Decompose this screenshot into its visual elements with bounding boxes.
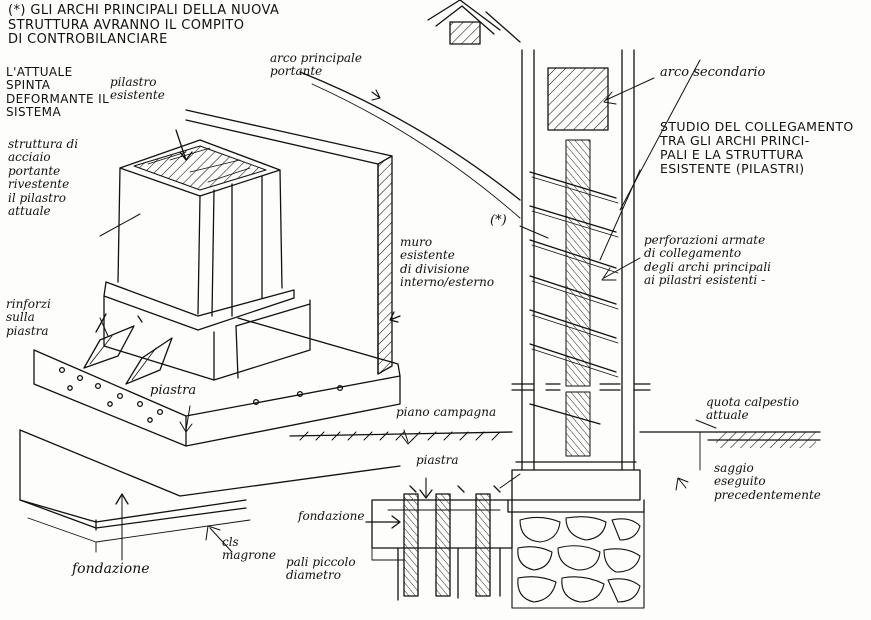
- arco-secondario-label: arco secondario: [660, 65, 766, 80]
- ground-lines: [289, 431, 821, 471]
- struttura-acciaio-label: struttura di acciaio portante rivestente…: [8, 137, 79, 219]
- studio-note: STUDIO DEL COLLEGAMENTO TRA GLI ARCHI PR…: [660, 119, 854, 176]
- new-foundation-micropiles: [365, 477, 513, 601]
- arco-principale-label: arco principale portante: [270, 51, 362, 79]
- stone-foundation: [511, 511, 645, 609]
- fondazione-small-label: fondazione: [298, 509, 365, 523]
- existing-wall: [185, 109, 401, 375]
- asterisk-marker: (*): [490, 213, 507, 228]
- fondazione-main-label: fondazione: [72, 561, 150, 577]
- roof-detail: [427, 0, 521, 45]
- main-arch-curve: [299, 71, 521, 201]
- cls-magrone-label: cls magrone: [222, 535, 277, 563]
- header-note: (*) GLI ARCHI PRINCIPALI DELLA NUOVA STR…: [8, 3, 280, 48]
- spinta-note: L'ATTUALE SPINTA DEFORMANTE IL SISTEMA: [6, 65, 110, 120]
- quota-calpestio-label: quota calpestio attuale: [706, 395, 799, 423]
- pali-label: pali piccolo diametro: [286, 555, 356, 583]
- piano-campagna-label: piano campagna: [396, 405, 497, 419]
- perforazioni-label: perforazioni armate di collegamento degl…: [644, 233, 772, 288]
- pilastro-esistente-label: pilastro esistente: [110, 75, 165, 103]
- saggio-label: saggio eseguito precedentemente: [714, 461, 821, 502]
- piastra-bottom-label: piastra: [416, 453, 459, 467]
- muro-label: muro esistente di divisione interno/este…: [400, 235, 495, 290]
- existing-pillar-column: [507, 49, 651, 513]
- steel-jacketed-pillar: [19, 129, 401, 561]
- piastra-left-label: piastra: [150, 383, 197, 398]
- rinforzi-label: rinforzi sulla piastra: [6, 297, 51, 338]
